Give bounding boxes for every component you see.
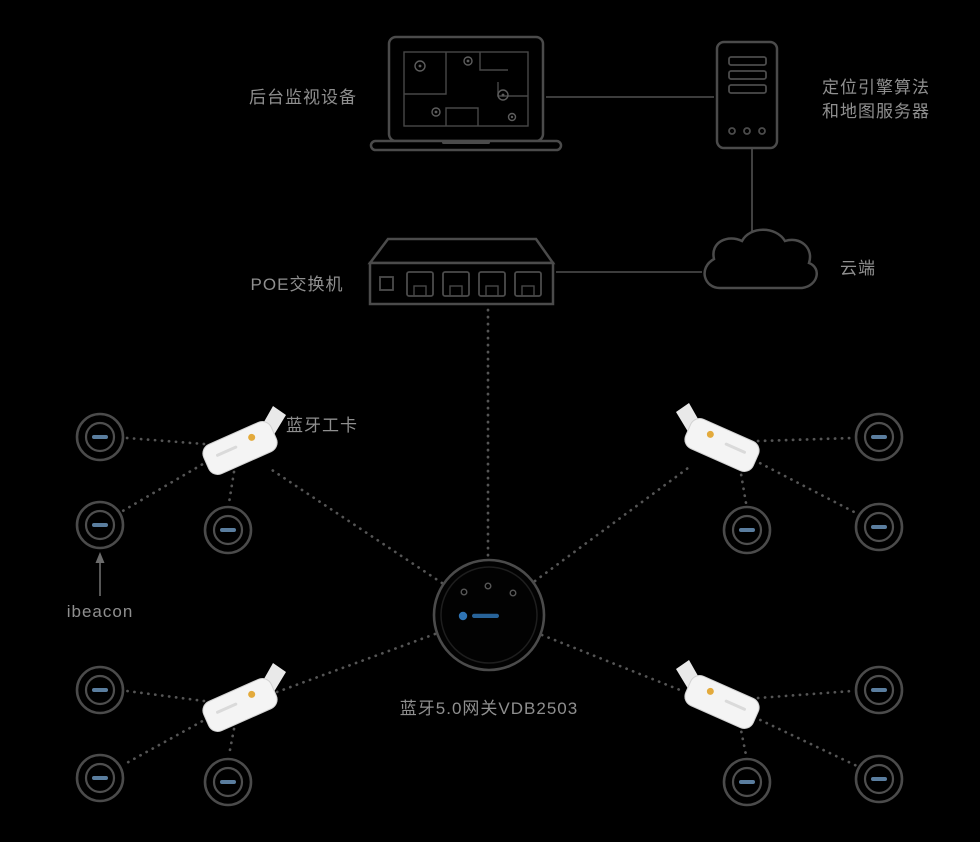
map-marker-icons [414, 56, 517, 122]
server-label-line1: 定位引擎算法 [822, 78, 930, 97]
ibeacon-pointer-arrow [95, 552, 105, 596]
connector-badge-beacon [738, 723, 748, 757]
connector-badge-beacon [119, 459, 210, 514]
connector-gateway-badge-bl [275, 632, 437, 694]
cloud-label: 云端 [840, 259, 876, 278]
beacon-icon [203, 505, 253, 555]
connector-gateway-badge-br [540, 633, 687, 694]
beacon-icon [75, 500, 125, 550]
connector-badge-beacon [227, 727, 236, 757]
connector-gateway-badge-tl [270, 468, 444, 585]
server-icon [715, 40, 779, 150]
badge-icon [675, 659, 763, 733]
beacon-icon [854, 754, 904, 804]
gateway-logo [458, 611, 499, 621]
beacon-icon [722, 505, 772, 555]
connector-badge-beacon [756, 436, 854, 443]
connector-badge-beacon [752, 715, 859, 768]
beacon-icon [854, 665, 904, 715]
monitor-label: 后台监视设备 [249, 88, 357, 107]
beacon-icon [75, 665, 125, 715]
badge-icon [199, 405, 287, 479]
server-label-line2: 和地图服务器 [822, 102, 930, 121]
beacon-icon [75, 412, 125, 462]
connector-badge-beacon [756, 689, 854, 700]
poe-switch-icon [367, 237, 556, 306]
connector-badge-beacon [121, 716, 210, 767]
connector-badge-beacon [125, 689, 206, 703]
connector-badge-beacon [227, 470, 236, 505]
badge-label: 蓝牙工卡 [286, 416, 358, 435]
connector-badge-beacon [738, 466, 748, 505]
laptop-icon [369, 35, 563, 152]
beacon-icon [722, 757, 772, 807]
gateway-led-dots [460, 582, 517, 597]
beacon-icon [203, 757, 253, 807]
connector-badge-beacon [125, 436, 206, 446]
connector-badge-beacon [752, 458, 860, 516]
cloud-icon [703, 228, 818, 290]
ibeacon-label: ibeacon [67, 602, 134, 621]
badge-icon [199, 662, 287, 736]
badge-icon [675, 402, 763, 476]
poe-switch-label: POE交换机 [251, 275, 344, 294]
beacon-icon [854, 412, 904, 462]
beacon-icon [75, 753, 125, 803]
gateway-label: 蓝牙5.0网关VDB2503 [400, 699, 578, 718]
connector-gateway-badge-tr [533, 466, 690, 583]
beacon-icon [854, 502, 904, 552]
gateway-icon [432, 558, 546, 672]
